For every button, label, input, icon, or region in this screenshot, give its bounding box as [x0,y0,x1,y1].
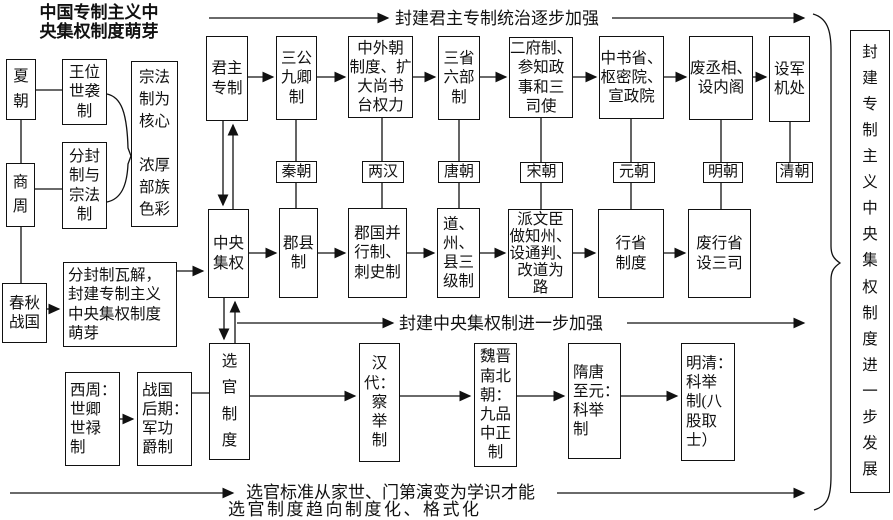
box-abolish-chancellor: 废丞相、 设内阁 [689,36,753,120]
box-eight-legged-essay: 明清： 科举 制(八 股取 士） [681,343,735,461]
box-centralization: 中央 集权 [208,209,249,298]
label-han-dynasty: 两汉 [362,161,404,183]
box-warring-states-merit: 战国 后期： 军功 爵制 [137,372,192,466]
box-shang-zhou: 商 周 [6,163,35,227]
box-three-departments: 三省 六部 制 [438,36,480,120]
box-inner-outer-court: 中外朝 制度、扩 大尚书 台权力 [348,36,413,118]
box-patriarchal-core: 宗法 制为 核心 浓厚 部族 色彩 [131,61,178,227]
box-commandery-county: 郡县 制 [279,208,318,298]
box-nine-rank-system: 魏晋 南北 朝： 九品 中正 制 [474,343,517,467]
box-conclusion-banner: 封 建 专 制 主 义 中 央 集 权 制 度 进 一 步 发 展 [850,30,890,493]
label-qing-dynasty: 清朝 [776,162,813,183]
box-two-offices: 二府制、 参知政 事和三 司使 [509,37,573,118]
box-three-commissions: 废行省 设三司 [688,209,751,298]
box-zhongshu-privy: 中书省、 枢密院、 宣政院 [599,36,664,119]
label-ming-dynasty: 明朝 [703,162,743,183]
box-hereditary-throne: 王位 世袭 制 [62,59,107,125]
box-enfeoffment: 分封 制与 宗法 制 [62,142,107,229]
annotation-middle: 封建中央集权制进一步加强 [399,314,603,333]
box-monarchy: 君主 专制 [206,36,248,121]
box-three-lords: 三公 九卿 制 [276,36,317,120]
box-feudal-germination: 分封制瓦解， 封建专制主义 中央集权制度 萌芽 [63,262,177,347]
box-official-selection: 选 官 制 度 [209,343,250,460]
box-recommendation-system: 汉 代： 察 举 制 [359,343,400,462]
label-tang-dynasty: 唐朝 [438,161,480,183]
label-qin-dynasty: 秦朝 [276,161,317,183]
diagram-title: 中国专制主义中 央集权制度萌芽 [39,2,159,41]
box-province-system: 行省 制度 [598,209,664,298]
annotation-bottom2: 选官制度趋向制度化、格式化 [228,500,482,519]
box-circuit-prefecture: 道、 州、 县三 级制 [437,208,480,298]
box-spring-autumn: 春秋 战国 [2,283,47,343]
box-western-zhou-selection: 西周： 世卿 世禄 制 [65,372,120,466]
box-imperial-exam: 隋唐 至元： 科举 制 [568,343,621,459]
right-brace [812,13,842,511]
annotation-bottom1: 选官标准从家世、门第演变为学识才能 [246,483,535,502]
box-commandery-kingdom: 郡国并 行制、 刺史制 [348,208,407,298]
annotation-top: 封建君主专制统治逐步加强 [395,9,599,28]
label-yuan-dynasty: 元朝 [613,162,655,183]
small-brace [106,93,132,203]
box-civil-governors: 派文臣 做知州、 设通判、 改道为 路 [508,209,573,298]
box-xia-dynasty: 夏 朝 [6,59,36,120]
label-song-dynasty: 宋朝 [520,162,563,183]
box-grand-council: 设军 机处 [769,36,810,122]
